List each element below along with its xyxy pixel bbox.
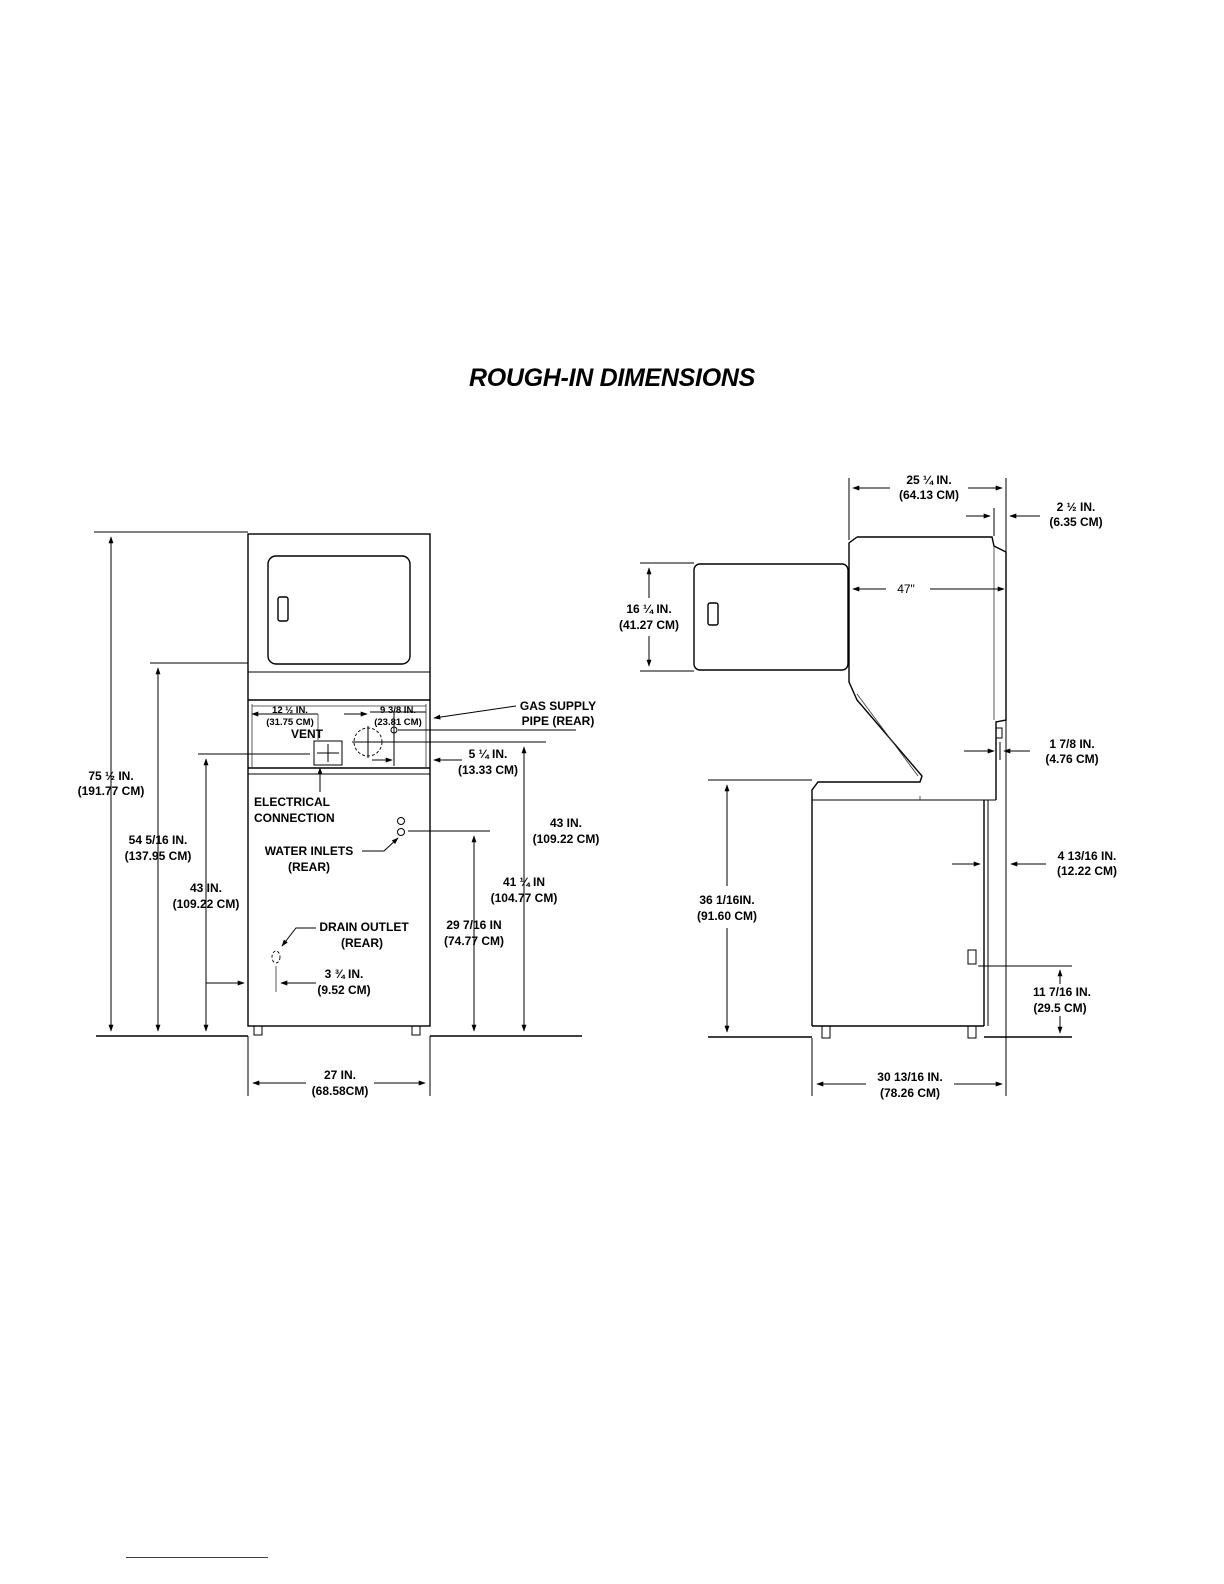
rear-offset-cm: (6.35 CM): [1049, 515, 1102, 529]
electrical-box: [313, 740, 343, 766]
left-panel-height-cm: (109.22 CM): [173, 897, 240, 911]
vent-offset-in: 12 ½ IN.: [272, 705, 308, 716]
drain-offset-in: 3 ¾ IN.: [325, 967, 364, 981]
water-inlet-circle: [397, 828, 405, 836]
washer-top-height-in: 54 5/16 IN.: [129, 833, 188, 847]
vent-side-cm: (13.33 CM): [458, 763, 518, 777]
overall-height-cm: (191.77 CM): [78, 784, 145, 798]
page-title: ROUGH-IN DIMENSIONS: [469, 364, 755, 392]
gas-supply-line1: GAS SUPPLY: [520, 699, 596, 713]
electrical-line2: CONNECTION: [254, 811, 335, 825]
vent-label: VENT: [291, 727, 324, 741]
gas-offset-in: 9 3/8 IN.: [380, 705, 416, 716]
mid-offset-in: 1 7/8 IN.: [1049, 737, 1094, 751]
dryer-door: [267, 555, 411, 665]
vent-height-in: 41 ¼ IN: [503, 875, 545, 889]
front-view: 75 ½ IN. (191.77 CM) 54 5/16 IN. (137.95…: [78, 531, 600, 1098]
width-in: 27 IN.: [324, 1068, 356, 1082]
inlet-height-in: 29 7/16 IN: [446, 918, 501, 932]
vent-height-cm: (104.77 CM): [491, 891, 558, 905]
drain-outlet-circle: [271, 950, 281, 964]
footer-underline: [126, 1557, 268, 1558]
open-dryer-door: [693, 563, 849, 671]
washer-height-in: 36 1/16IN.: [699, 893, 754, 907]
overall-height-in: 75 ½ IN.: [88, 769, 133, 783]
right-height-in: 43 IN.: [550, 816, 582, 830]
washer-height-cm: (91.60 CM): [697, 909, 757, 923]
gas-offset-cm: (23.81 CM): [374, 717, 422, 728]
door-height-in: 16 ¼ IN.: [626, 602, 671, 616]
lower-offset-in: 4 13/16 IN.: [1058, 849, 1117, 863]
drain-offset-cm: (9.52 CM): [317, 983, 370, 997]
depth-top-cm: (64.13 CM): [899, 488, 959, 502]
right-height-cm: (109.22 CM): [533, 832, 600, 846]
drain-height-cm: (29.5 CM): [1033, 1001, 1086, 1015]
left-panel-height-in: 43 IN.: [190, 881, 222, 895]
vent-side-in: 5 ¼ IN.: [469, 747, 508, 761]
door-height-cm: (41.27 CM): [619, 618, 679, 632]
side-view: 25 ¼ IN. (64.13 CM) 2 ½ IN. (6.35 CM) 16…: [619, 473, 1117, 1100]
washer-top-height-cm: (137.95 CM): [125, 849, 192, 863]
water-inlets-line1: WATER INLETS: [265, 844, 353, 858]
lower-offset-cm: (12.22 CM): [1057, 864, 1117, 878]
drain-outlet-line1: DRAIN OUTLET: [319, 920, 409, 934]
drain-height-in: 11 7/16 IN.: [1033, 985, 1091, 999]
vent-offset-cm: (31.75 CM): [266, 717, 314, 728]
drain-outlet-line2: (REAR): [341, 936, 383, 950]
mid-offset-cm: (4.76 CM): [1045, 752, 1098, 766]
electrical-line1: ELECTRICAL: [254, 795, 330, 809]
inlet-height-cm: (74.77 CM): [444, 934, 504, 948]
door-swing-label: 47": [897, 582, 915, 596]
dryer-body: [857, 536, 1007, 800]
water-inlet-circle: [397, 817, 405, 825]
width-cm: (68.58CM): [312, 1084, 369, 1098]
front-cabinet-outline: [247, 533, 431, 1027]
depth-top-in: 25 ¼ IN.: [906, 473, 951, 487]
rear-offset-in: 2 ½ IN.: [1057, 500, 1096, 514]
water-inlets-line2: (REAR): [288, 860, 330, 874]
gas-supply-line2: PIPE (REAR): [522, 714, 595, 728]
door-handle: [277, 596, 289, 622]
depth-bottom-in: 30 13/16 IN.: [877, 1070, 942, 1084]
side-door-handle: [707, 602, 719, 626]
depth-bottom-cm: (78.26 CM): [880, 1086, 940, 1100]
